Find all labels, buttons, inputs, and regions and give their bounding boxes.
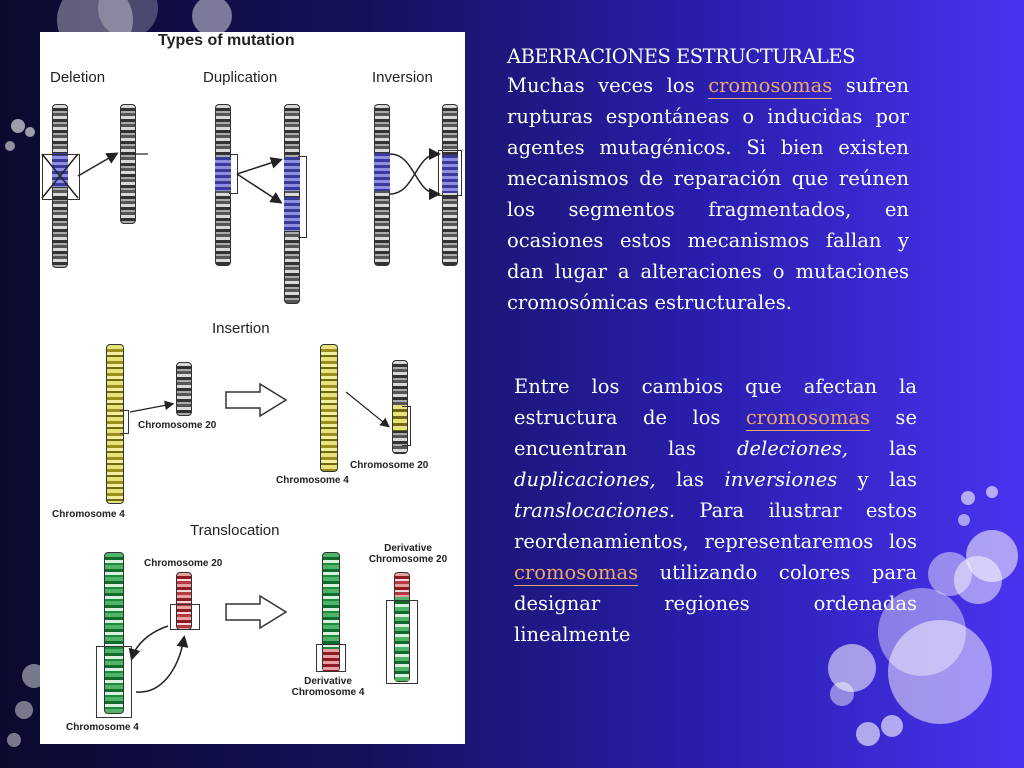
insertion-result-chromosome4 xyxy=(320,344,338,472)
changes-text-block: Entre los cambios que afectan la estruct… xyxy=(514,371,917,650)
intro-text-block: ABERRACIONES ESTRUCTURALES Muchas veces … xyxy=(507,44,909,318)
changes-text-6: Para ilustrar estos reordenamientos, rep… xyxy=(514,499,917,553)
label-chromosome4-b: Chromosome 4 xyxy=(276,475,349,486)
heading-duplication: Duplication xyxy=(203,69,278,86)
inversiones-term: inversiones xyxy=(724,468,838,491)
insertion-chromosome20 xyxy=(176,362,192,416)
insertion-result-box xyxy=(402,406,411,446)
derivative20-box xyxy=(386,600,418,684)
deletion-box xyxy=(42,154,80,200)
changes-text-7: utilizando colores para designar regione… xyxy=(514,561,917,646)
intro-text-part2: sufren rupturas espontáneas o inducidas … xyxy=(507,74,909,314)
label-derivative20: Derivative Chromosome 20 xyxy=(358,543,458,565)
inversion-chromosome-original xyxy=(374,104,390,266)
translocation-box-20 xyxy=(170,604,200,630)
heading-inversion: Inversion xyxy=(372,69,433,86)
deleciones-term: deleciones, xyxy=(737,437,849,460)
insertion-chromosome4 xyxy=(106,344,124,504)
changes-text-3: las xyxy=(848,437,917,460)
cromosomas-link-3[interactable]: cromosomas xyxy=(514,561,639,586)
label-chromosome20-b: Chromosome 20 xyxy=(350,460,429,471)
derivative4-box xyxy=(316,644,346,672)
label-chromosome20-a: Chromosome 20 xyxy=(138,420,217,431)
duplication-box-result xyxy=(298,156,307,238)
insertion-result-chromosome20 xyxy=(392,360,408,454)
label-chromosome4-a: Chromosome 4 xyxy=(52,509,125,520)
figure-arrows xyxy=(41,148,441,693)
heading-translocation: Translocation xyxy=(190,522,280,539)
label-derivative4: Derivative Chromosome 4 xyxy=(276,676,380,698)
figure-title: Types of mutation xyxy=(158,32,295,49)
translocation-chromosome4 xyxy=(104,552,124,714)
changes-text-4: las xyxy=(655,468,725,491)
intro-text-part1: Muchas veces los xyxy=(507,74,709,97)
heading-insertion: Insertion xyxy=(212,320,270,337)
translocaciones-term: translocaciones. xyxy=(514,499,676,522)
cromosomas-link-1[interactable]: cromosomas xyxy=(708,74,833,99)
cromosomas-link-2[interactable]: cromosomas xyxy=(745,406,870,431)
label-chromosome20-c: Chromosome 20 xyxy=(144,558,223,569)
changes-text-2: se encuentran las xyxy=(514,406,917,460)
section-title: ABERRACIONES ESTRUCTURALES xyxy=(507,45,855,68)
changes-text-1: Entre los cambios que afectan la estruct… xyxy=(514,375,917,429)
heading-deletion: Deletion xyxy=(50,69,106,86)
changes-text-5: y las xyxy=(837,468,917,491)
deletion-chromosome-result xyxy=(120,104,136,224)
label-derivative4-text: Derivative Chromosome 4 xyxy=(291,676,365,698)
derivative-chromosome20 xyxy=(394,572,410,682)
duplication-chromosome-result xyxy=(284,104,300,304)
derivative-chromosome4 xyxy=(322,552,340,672)
insertion-source-box xyxy=(120,410,129,434)
label-chromosome4-c: Chromosome 4 xyxy=(66,722,139,733)
duplicaciones-term: duplicaciones, xyxy=(514,468,656,491)
inversion-chromosome-result xyxy=(442,104,458,266)
label-derivative20-text: Derivative Chromosome 20 xyxy=(368,543,448,565)
mutation-types-figure: Types of mutation Deletion Duplication I… xyxy=(40,32,465,744)
duplication-chromosome-original xyxy=(215,104,231,266)
translocation-box-4 xyxy=(96,646,132,718)
inversion-box xyxy=(438,150,462,196)
